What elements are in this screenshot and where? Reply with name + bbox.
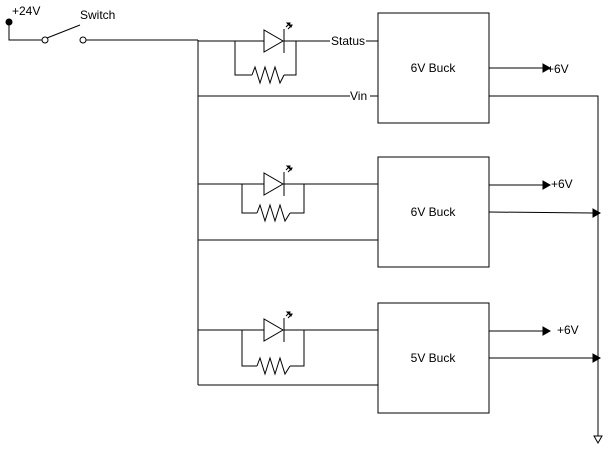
buck-module-3-label: 5V Buck	[411, 351, 457, 365]
output-3-label: +6V	[557, 323, 579, 337]
module-2: 6V Buck +6V	[198, 156, 602, 268]
output-1-label: +6V	[547, 62, 569, 76]
buck-module-1	[377, 12, 490, 124]
module-3: 5V Buck +6V	[198, 302, 602, 414]
switch-label: Switch	[80, 8, 115, 22]
status-pin-label: Status	[331, 34, 365, 48]
buck-module-3	[377, 302, 490, 414]
switch-icon	[41, 24, 87, 44]
output-2-label: +6V	[551, 177, 573, 191]
led-icon	[263, 22, 293, 53]
resistor-icon	[256, 356, 291, 376]
led-icon	[263, 165, 293, 196]
module-1: Status Vin 6V Buck +6V	[198, 12, 599, 436]
buck-module-2-label: 6V Buck	[411, 205, 457, 219]
resistor-icon	[256, 203, 291, 223]
supply-label: +24V	[12, 4, 40, 18]
resistor-icon	[251, 65, 285, 85]
ground-arrow-icon	[593, 435, 603, 445]
vin-pin-label: Vin	[350, 89, 367, 103]
supply-wire	[8, 22, 42, 41]
buck-module-1-label: 6V Buck	[411, 61, 457, 75]
led-icon	[263, 311, 293, 342]
buck-module-2	[377, 156, 490, 268]
